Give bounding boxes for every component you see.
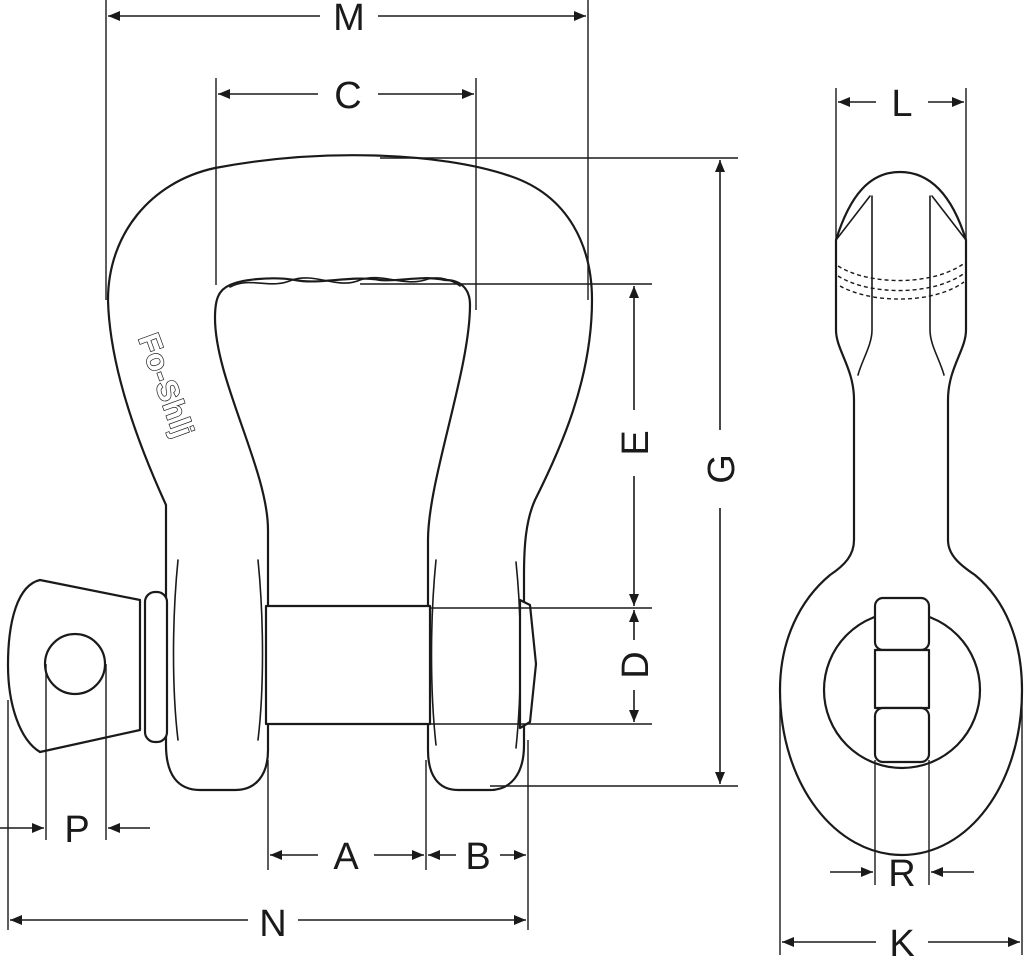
pin-thread-end [518,598,538,730]
extension-lines [7,0,1023,955]
dimension-lines [0,11,1020,947]
label-p: P [64,809,89,851]
label-l: L [891,83,912,125]
side-thread-line-2 [837,271,967,292]
pin-shank [264,604,432,726]
left-ear-contour-inner [257,559,264,741]
dimension-labels: M C L G E D P A B N R K [64,0,915,959]
label-m: M [333,0,365,39]
shackle-side-view [778,170,1024,857]
side-nose-right [931,195,967,241]
label-d: D [615,651,657,678]
bow-inner-wave [229,276,461,288]
label-b: B [465,836,490,878]
side-thread-line-3 [839,281,965,300]
left-ear-contour [172,559,179,741]
shackle-front-view: Fo-Shlj [6,154,594,792]
pin-cap-top [873,596,931,652]
side-left-inner-line [857,195,873,376]
pin-collar [143,590,169,744]
label-r: R [888,853,915,895]
label-k: K [889,923,914,959]
label-e: E [615,430,657,455]
label-g: G [701,454,743,484]
pin-cap-middle [873,648,931,710]
right-ear-contour [430,559,437,746]
side-nose-left [835,195,871,241]
side-thread-line-1 [837,261,967,282]
label-n: N [259,903,286,945]
label-a: A [333,836,359,878]
label-c: C [334,75,361,117]
pin-eye-hole [43,632,107,696]
pin-cap-bottom [873,706,931,764]
side-right-inner-line [929,195,945,376]
